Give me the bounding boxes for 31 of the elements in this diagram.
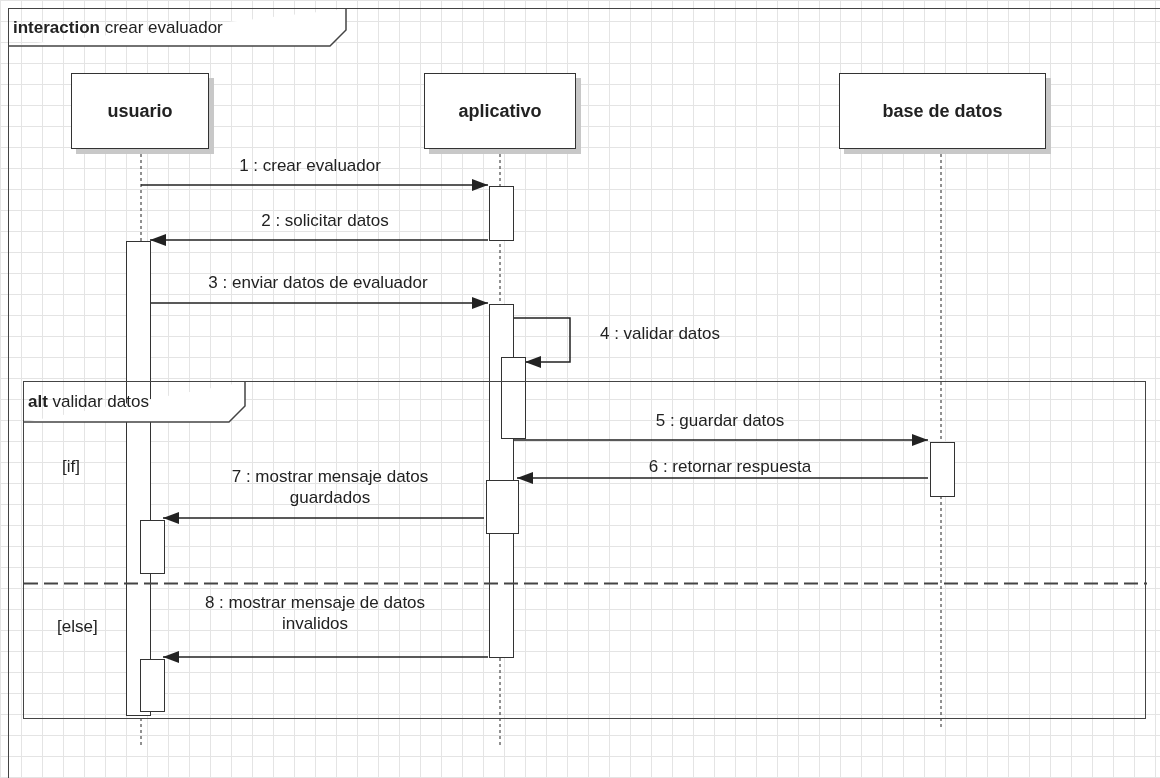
message-label: 2 : solicitar datos (260, 210, 390, 231)
frame-title: interaction crear evaluador (13, 18, 223, 38)
message-arrow (162, 651, 489, 663)
activation-bar (489, 186, 514, 241)
message-arrow (162, 512, 485, 524)
alt-fragment (23, 381, 1146, 719)
message-arrow (140, 179, 489, 191)
guard-condition: [else] (57, 617, 98, 637)
message-arrow (149, 297, 489, 309)
guard-condition: [if] (62, 457, 80, 477)
fragment-label: alt validar datos (28, 392, 149, 412)
message-label: 1 : crear evaluador (238, 155, 382, 176)
message-label: 6 : retornar respuesta (647, 456, 813, 477)
participant-name: aplicativo (458, 100, 542, 122)
message-arrow (512, 317, 571, 368)
activation-bar (501, 357, 526, 439)
message-arrow (149, 234, 489, 246)
message-label: 7 : mostrar mensaje datos guardados (230, 466, 430, 508)
activation-bar (140, 520, 165, 574)
interaction-frame (8, 8, 1160, 778)
message-arrow (516, 472, 929, 484)
participant-name: base de datos (882, 100, 1003, 122)
message-label: 5 : guardar datos (654, 410, 786, 431)
participant-name: usuario (107, 100, 173, 122)
activation-bar (930, 442, 955, 497)
message-arrow (512, 434, 929, 446)
activation-bar (140, 659, 165, 712)
message-label: 3 : enviar datos de evaluador (207, 272, 429, 293)
message-label: 8 : mostrar mensaje de datos invalidos (203, 592, 427, 634)
activation-bar (486, 480, 519, 534)
message-label: 4 : validar datos (599, 323, 721, 344)
